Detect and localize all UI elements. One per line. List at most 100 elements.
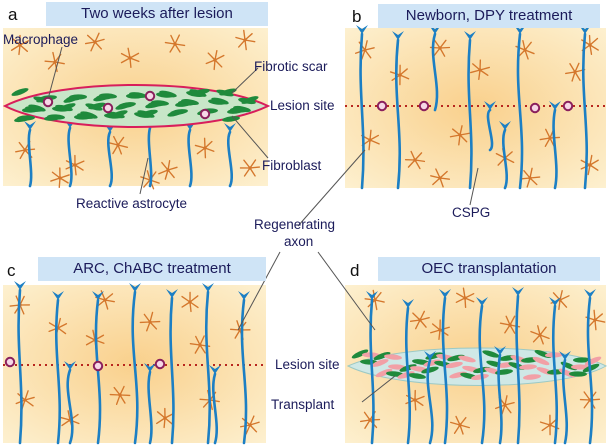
astrocyte-body [573,70,577,74]
panel-d-transplant-cells [351,349,602,380]
axon-shaft [359,32,365,190]
label-fibroblast: Fibroblast [262,158,322,173]
astrocyte [530,325,550,345]
axon-growth-cone [92,291,104,300]
astrocyte-body [588,43,592,47]
panel-a-title: Two weeks after lesion [46,2,268,26]
astrocyte [455,287,475,309]
axon-growth-cone [484,101,496,110]
axon-shaft [561,358,569,445]
astrocyte [44,51,65,73]
astrocyte-body [438,46,442,50]
astrocyte-body [173,42,177,46]
axon-growth-cone [512,287,524,296]
axon-growth-cone [549,101,561,110]
panel-c-macrophages [4,356,166,372]
panel-d-title: OEC transplantation [378,257,600,281]
astrocyte [361,129,380,151]
axon-shaft [478,304,486,445]
axon-shaft [187,128,193,188]
axon-shaft [107,130,113,188]
axon-growth-cone [424,351,436,360]
astrocyte [164,34,186,53]
transplant-cell [523,374,541,380]
astrocyte-body [458,423,462,427]
astrocyte-body [548,136,552,140]
astrocyte-body [463,296,467,300]
axon-shaft [169,296,175,445]
astrocyte-body [166,168,170,172]
astrocyte [194,137,215,159]
astrocyte-body [548,423,552,427]
panel-d-letter: d [350,261,360,280]
axon-shaft [67,126,73,188]
axon-shaft [552,304,558,445]
astrocyte [430,168,451,188]
axon-growth-cone [549,297,561,306]
fibroblast [80,111,98,119]
axon-growth-cone [584,289,596,298]
macrophage [376,100,388,112]
label-macrophage: Macrophage [3,32,79,47]
leader-macrophage [47,46,63,100]
axon-shaft [515,294,521,445]
astrocyte-body [478,68,482,72]
axon-shaft [131,290,139,445]
astrocyte-body [128,56,132,60]
fibroblast [58,103,76,111]
axon-growth-cone [64,361,76,370]
axon-growth-cone [166,289,178,298]
astrocyte [449,415,471,435]
astrocyte [429,39,451,57]
macrophage [144,90,156,102]
astrocyte [107,135,129,155]
panel-d [345,285,608,445]
astrocyte-body [538,333,542,337]
astrocyte-body [203,146,207,150]
astrocyte [158,160,178,180]
axon-shaft [369,298,375,445]
fibroblast [159,90,177,98]
astrocyte-body [458,133,462,137]
astrocyte [469,59,491,80]
astrocyte-body [438,176,442,180]
macrophage [199,108,211,120]
transplant-cell [421,366,439,374]
leader-transplant [361,375,396,403]
macrophage [42,96,54,108]
astrocyte [10,34,30,56]
axon-shaft [586,296,594,445]
axon-shaft [486,108,494,152]
astrocyte-body [528,176,532,180]
macrophage [4,356,16,368]
leader-axon-c [237,251,281,331]
astrocyte-body [398,73,402,77]
panel-c-title: ARC, ChABC treatment [38,257,266,281]
axon-shaft [66,368,74,445]
astrocyte-body [248,423,252,427]
leader-axon-b [297,149,366,227]
fibroblast [88,102,106,110]
astrocyte [235,29,256,51]
fibroblast [211,97,229,105]
transplant-cell [373,351,391,361]
transplant-cell [375,368,393,378]
fibroblast [99,93,117,99]
axon-shaft [467,38,473,190]
macrophage [562,100,574,112]
astrocyte [139,311,161,332]
leader-reactive-astrocyte [139,157,149,195]
axon-growth-cone [499,121,511,130]
axon-shaft [394,38,402,190]
axon-growth-cone [464,31,476,40]
transplant-cell [458,355,476,363]
macrophage [529,102,541,114]
astrocyte [565,62,586,82]
transplant-cell [408,373,426,379]
astrocyte-body [58,176,62,180]
panel-b-letter: b [352,7,362,26]
astrocyte [50,167,70,189]
axon-shaft [240,298,248,445]
axon-shaft [27,128,33,188]
